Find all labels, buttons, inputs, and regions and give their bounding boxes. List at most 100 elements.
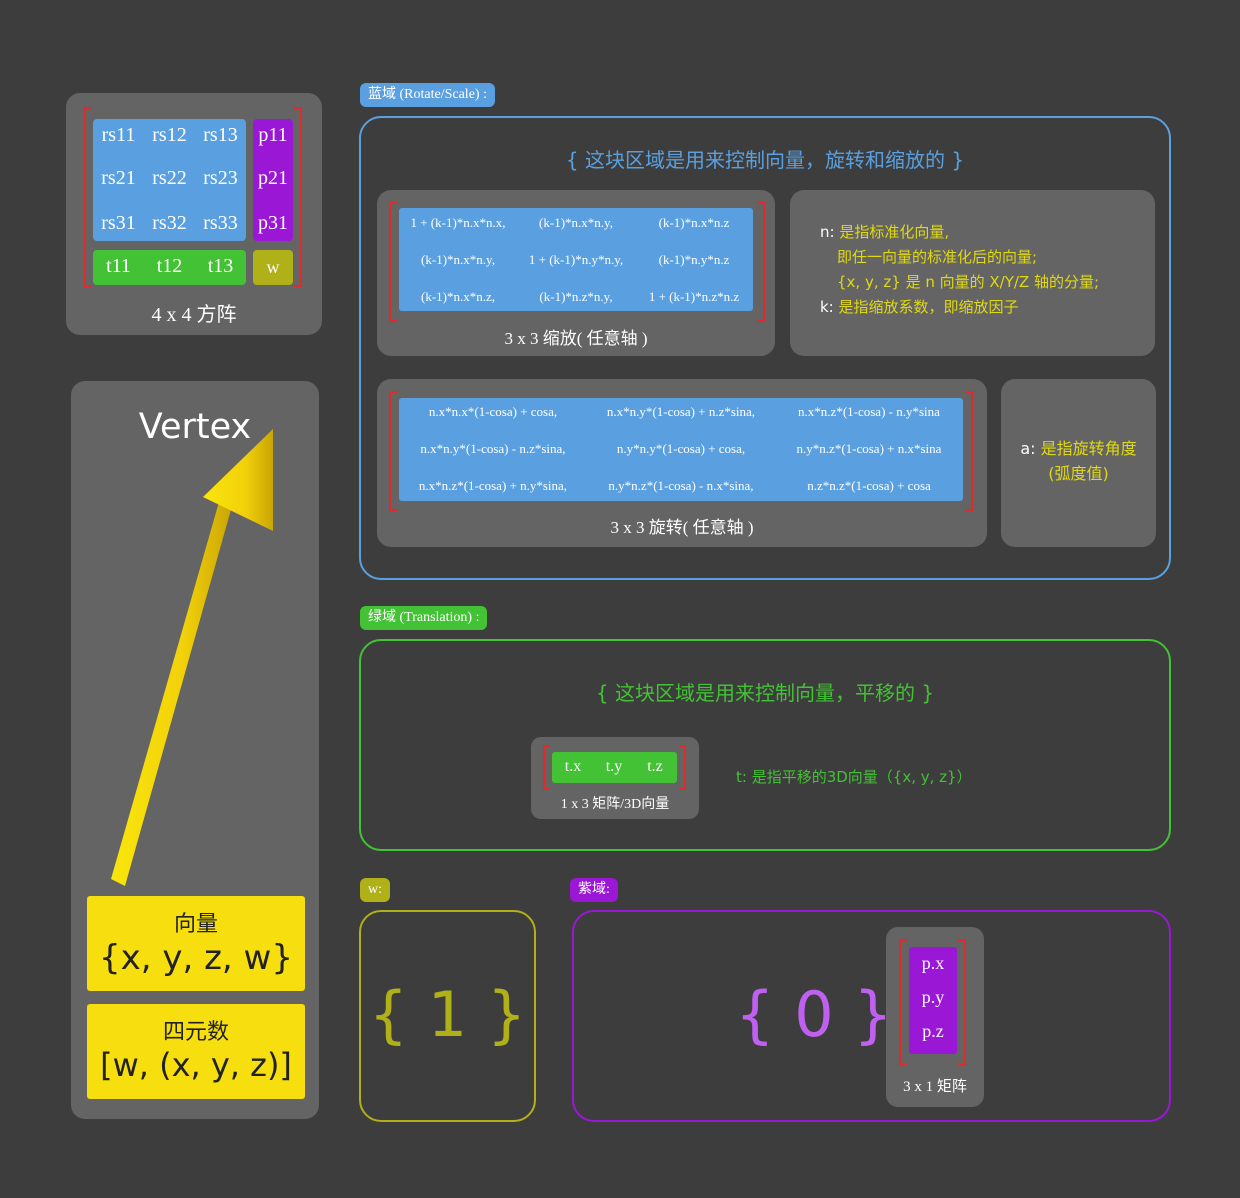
a-note-key: a: [1020, 439, 1036, 458]
vector-card: 向量 {x, y, z, w} [87, 896, 305, 991]
matrix-cell: w [266, 257, 280, 277]
matrix-cell: p11 [258, 124, 288, 146]
matrix-cell: rs11 [101, 124, 136, 146]
green-domain-frame: { 这块区域是用来控制向量，平移的 } t.x t.y t.z 1 x 3 矩阵… [359, 639, 1171, 851]
perspective-bracket-left [899, 939, 907, 1065]
matrix-cell: t13 [207, 255, 234, 277]
purple-domain-frame: { 0 } p.x p.y p.z 3 x 1 矩阵 [572, 910, 1171, 1122]
vector-title: 向量 [173, 912, 218, 937]
scale-notes-panel: n: 是指标准化向量, 即任一向量的标准化后的向量; {x, y, z} 是 n… [790, 190, 1155, 356]
rs-block: rs11 rs12 rs13 rs21 rs22 rs23 rs31 rs32 … [93, 119, 246, 241]
translation-caption: 1 x 3 矩阵/3D向量 [560, 797, 670, 812]
n-note-text1: 是指标准化向量, [839, 223, 950, 241]
matrix-cell: p31 [258, 212, 288, 234]
scale-cell: (k-1)*n.z*n.y, [539, 289, 613, 304]
vertex-arrow-icon [111, 429, 273, 886]
n-note-line3: {x, y, z} 是 n 向量的 X/Y/Z 轴的分量; [837, 270, 1099, 295]
translation-panel: t.x t.y t.z 1 x 3 矩阵/3D向量 [531, 737, 699, 819]
k-note-line: k: 是指缩放系数，即缩放因子 [820, 295, 1019, 320]
rotate-caption: 3 x 3 旋转( 任意轴 ) [610, 518, 754, 537]
rotate-cell: n.y*n.z*(1-cosa) + n.x*sina [796, 441, 942, 456]
t-block: t11 t12 t13 [93, 250, 246, 285]
k-note-text: 是指缩放系数，即缩放因子 [838, 298, 1019, 316]
matrix-cell: rs12 [152, 124, 187, 146]
scale-cell: (k-1)*n.x*n.z, [420, 289, 495, 304]
rotate-cell: n.z*n.z*(1-cosa) + cosa [807, 478, 931, 493]
w-domain-tag: w: [360, 878, 390, 902]
matrix-4x4-panel: rs11 rs12 rs13 rs21 rs22 rs23 rs31 rs32 … [66, 93, 322, 335]
scale-cell: (k-1)*n.y*n.z [658, 252, 730, 267]
translation-vector: t.x t.y t.z [552, 752, 677, 783]
scale-cell: 1 + (k-1)*n.x*n.x, [410, 215, 506, 230]
vertex-label: Vertex [138, 407, 252, 447]
n-note-components: {x, y, z} [837, 273, 901, 291]
matrix-cell: t12 [156, 255, 183, 277]
w-block: w [253, 250, 293, 285]
rotate-matrix: n.x*n.x*(1-cosa) + cosa, n.x*n.y*(1-cosa… [399, 398, 963, 501]
perspective-cell: p.y [921, 987, 945, 1007]
green-domain-heading: { 这块区域是用来控制向量，平移的 } [595, 681, 935, 705]
k-note-key: k: [820, 298, 834, 316]
quaternion-value: [w, (x, y, z)] [100, 1046, 292, 1084]
matrix-cell: rs22 [152, 167, 187, 189]
scale-matrix: 1 + (k-1)*n.x*n.x, (k-1)*n.x*n.y, (k-1)*… [399, 208, 753, 311]
translation-cell: t.z [647, 758, 663, 775]
green-domain-tag: 绿域 (Translation) : [360, 606, 488, 630]
perspective-cell: p.z [922, 1021, 944, 1041]
a-note-text: 是指旋转角度 [1040, 439, 1137, 458]
p-block: p11 p21 p31 [253, 119, 293, 241]
w-domain-frame: { 1 } [359, 910, 536, 1122]
purple-domain-value: { 0 } [735, 978, 893, 1051]
perspective-vector: p.x p.y p.z [909, 947, 957, 1054]
rotate-cell: n.y*n.z*(1-cosa) - n.x*sina, [608, 478, 754, 493]
a-note-line2: (弧度值) [1048, 464, 1109, 483]
rotate-bracket-right [965, 391, 973, 511]
rotate-bracket-left [389, 391, 397, 511]
scale-bracket-right [757, 202, 765, 322]
scale-cell: 1 + (k-1)*n.y*n.y, [528, 252, 624, 267]
matrix-bracket-right [294, 107, 302, 287]
n-note-line2: 即任一向量的标准化后的向量; [837, 248, 1038, 266]
rotate-cell: n.x*n.z*(1-cosa) - n.y*sina [798, 404, 940, 419]
perspective-cell: p.x [921, 953, 945, 973]
matrix-cell: rs33 [203, 212, 238, 234]
matrix-cell: p21 [258, 167, 288, 189]
translation-bracket-right [679, 745, 686, 790]
rotate-panel: n.x*n.x*(1-cosa) + cosa, n.x*n.y*(1-cosa… [377, 379, 987, 547]
perspective-caption: 3 x 1 矩阵 [903, 1079, 967, 1095]
scale-cell: (k-1)*n.x*n.z [658, 215, 730, 230]
rotate-cell: n.x*n.y*(1-cosa) - n.z*sina, [420, 441, 566, 456]
rotate-notes-panel: a: 是指旋转角度 (弧度值) [1001, 379, 1156, 547]
perspective-bracket-right [958, 939, 966, 1065]
matrix-caption: 4 x 4 方阵 [151, 304, 237, 326]
translation-note: t: 是指平移的3D向量（{x, y, z}） [736, 768, 972, 786]
matrix-cell: t11 [106, 255, 131, 277]
matrix-cell: rs32 [152, 212, 187, 234]
rotate-cell: n.x*n.z*(1-cosa) + n.y*sina, [418, 478, 568, 493]
scale-cell: 1 + (k-1)*n.z*n.z [648, 289, 740, 304]
vector-value: {x, y, z, w} [98, 938, 293, 978]
matrix-cell: rs23 [203, 167, 238, 189]
quaternion-card: 四元数 [w, (x, y, z)] [87, 1004, 305, 1099]
translation-bracket-left [543, 745, 550, 790]
rotate-cell: n.x*n.y*(1-cosa) + n.z*sina, [606, 404, 756, 419]
scale-cell: (k-1)*n.x*n.y, [421, 252, 495, 267]
translation-cell: t.x [564, 758, 582, 775]
matrix-bracket-left [84, 107, 92, 287]
quaternion-title: 四元数 [162, 1020, 229, 1045]
scale-bracket-left [389, 202, 397, 322]
w-domain-value: { 1 } [368, 978, 527, 1051]
matrix-cell: rs31 [101, 212, 136, 234]
scale-cell: (k-1)*n.x*n.y, [539, 215, 613, 230]
blue-domain-tag: 蓝域 (Rotate/Scale) : [360, 83, 495, 107]
translation-cell: t.y [605, 758, 623, 775]
scale-panel: 1 + (k-1)*n.x*n.x, (k-1)*n.x*n.y, (k-1)*… [377, 190, 775, 356]
perspective-panel: p.x p.y p.z 3 x 1 矩阵 [886, 927, 984, 1107]
rotate-cell: n.y*n.y*(1-cosa) + cosa, [616, 441, 746, 456]
matrix-cell: rs13 [203, 124, 238, 146]
blue-domain-heading: { 这块区域是用来控制向量，旋转和缩放的 } [565, 148, 965, 172]
n-note-line1: n: 是指标准化向量, [820, 220, 949, 245]
n-note-key: n: [820, 223, 835, 241]
rotate-cell: n.x*n.x*(1-cosa) + cosa, [428, 404, 558, 419]
a-note-line1: a: 是指旋转角度 [1001, 436, 1156, 461]
